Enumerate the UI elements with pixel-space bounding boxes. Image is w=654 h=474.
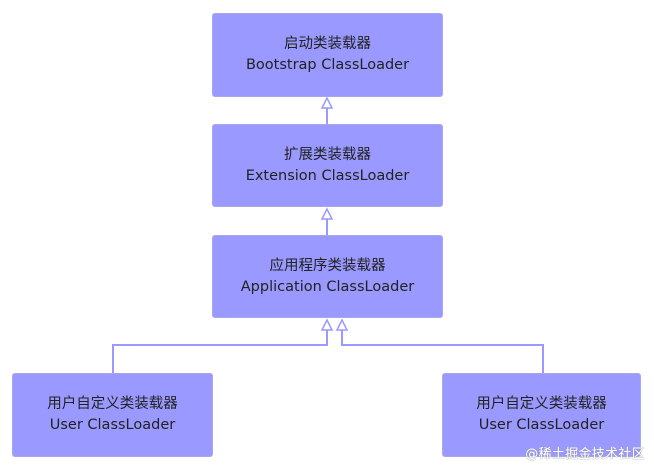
node-bootstrap-classloader: 启动类装载器 Bootstrap ClassLoader — [212, 13, 443, 97]
node-user-classloader-right: 用户自定义类装载器 User ClassLoader — [442, 373, 641, 457]
node-application-label-cn: 应用程序类装载器 — [269, 257, 386, 274]
connector-user-right-to-application — [335, 318, 544, 373]
node-extension-classloader: 扩展类装载器 Extension ClassLoader — [212, 124, 443, 207]
node-extension-label-en: Extension ClassLoader — [245, 167, 410, 184]
connector-extension-to-bootstrap — [320, 96, 334, 124]
node-user-left-label-en: User ClassLoader — [49, 417, 176, 433]
node-user-classloader-left: 用户自定义类装载器 User ClassLoader — [12, 373, 213, 457]
node-extension-label-cn: 扩展类装载器 — [284, 146, 371, 163]
connector-application-to-extension — [320, 207, 334, 235]
node-user-right-label-en: User ClassLoader — [478, 417, 605, 433]
node-application-label-en: Application ClassLoader — [240, 278, 415, 295]
node-user-left-label-cn: 用户自定义类装载器 — [47, 396, 178, 412]
node-application-classloader: 应用程序类装载器 Application ClassLoader — [212, 235, 443, 318]
node-bootstrap-label-cn: 启动类装载器 — [284, 36, 371, 52]
node-user-right-label-cn: 用户自定义类装载器 — [476, 396, 607, 412]
watermark: @稀土掘金技术社区 — [525, 447, 645, 462]
connector-user-left-to-application — [112, 318, 334, 373]
node-bootstrap-label-en: Bootstrap ClassLoader — [245, 57, 410, 73]
